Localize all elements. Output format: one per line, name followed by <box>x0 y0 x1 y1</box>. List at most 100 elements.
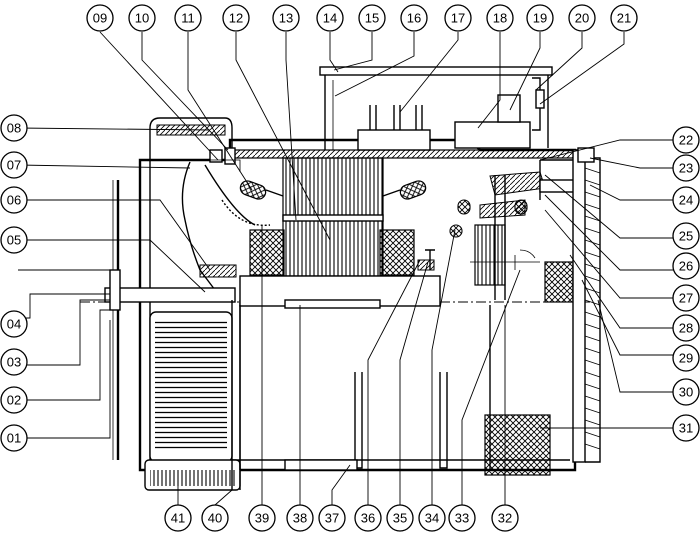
svg-text:17: 17 <box>451 11 465 26</box>
right-bearing <box>544 261 574 303</box>
svg-text:33: 33 <box>455 511 469 526</box>
svg-text:28: 28 <box>679 321 693 336</box>
leader-lines <box>17 31 680 506</box>
callout-30: 30 <box>672 378 700 406</box>
callout-41: 41 <box>164 504 192 532</box>
winding-end-right <box>399 180 427 200</box>
stator-winding-right <box>379 229 415 276</box>
svg-text:29: 29 <box>679 351 693 366</box>
callout-25: 25 <box>672 222 700 250</box>
callout-10: 10 <box>128 4 156 32</box>
svg-text:08: 08 <box>7 121 21 136</box>
svg-text:25: 25 <box>679 229 693 244</box>
svg-text:05: 05 <box>7 233 21 248</box>
callout-14: 14 <box>316 4 344 32</box>
fan-housing <box>181 161 216 291</box>
callout-21: 21 <box>610 4 638 32</box>
callout-13: 13 <box>272 4 300 32</box>
callout-09: 09 <box>86 4 114 32</box>
svg-text:23: 23 <box>679 161 693 176</box>
callout-24: 24 <box>672 186 700 214</box>
exciter-coil-top <box>457 199 471 215</box>
exciter-rotor-hatch <box>489 171 546 196</box>
svg-text:41: 41 <box>171 511 185 526</box>
callout-34: 34 <box>418 504 446 532</box>
exciter-stack <box>474 224 506 286</box>
drawing-body <box>80 66 601 491</box>
svg-text:39: 39 <box>255 511 269 526</box>
callout-03: 03 <box>0 348 28 376</box>
callout-12: 12 <box>222 4 250 32</box>
svg-text:36: 36 <box>361 511 375 526</box>
callout-08: 08 <box>0 114 28 142</box>
callout-39: 39 <box>248 504 276 532</box>
svg-text:30: 30 <box>679 385 693 400</box>
svg-text:13: 13 <box>279 11 293 26</box>
callout-26: 26 <box>672 252 700 280</box>
callout-22: 22 <box>672 126 700 154</box>
svg-text:16: 16 <box>407 11 421 26</box>
svg-text:03: 03 <box>7 355 21 370</box>
callout-29: 29 <box>672 344 700 372</box>
svg-text:22: 22 <box>679 133 693 148</box>
left-bearing <box>199 264 237 278</box>
svg-text:40: 40 <box>208 511 222 526</box>
callout-23: 23 <box>672 154 700 182</box>
svg-text:32: 32 <box>498 511 512 526</box>
terminal-block <box>357 129 431 151</box>
callout-02: 02 <box>0 386 28 414</box>
right-end-fins <box>585 157 601 463</box>
callout-35: 35 <box>386 504 414 532</box>
svg-text:31: 31 <box>679 421 693 436</box>
svg-text:02: 02 <box>7 393 21 408</box>
svg-text:27: 27 <box>679 291 693 306</box>
callout-32: 32 <box>491 504 519 532</box>
svg-text:12: 12 <box>229 11 243 26</box>
svg-text:04: 04 <box>7 317 21 332</box>
callout-19: 19 <box>526 4 554 32</box>
svg-text:09: 09 <box>93 11 107 26</box>
callout-16: 16 <box>400 4 428 32</box>
terminal-plate-hatch <box>484 414 551 476</box>
stator-winding-left <box>249 229 285 276</box>
svg-text:01: 01 <box>7 431 21 446</box>
callout-31: 31 <box>672 414 700 442</box>
svg-text:07: 07 <box>7 158 21 173</box>
terminal-box-lid <box>319 66 553 76</box>
svg-text:20: 20 <box>575 11 589 26</box>
callout-04: 04 <box>0 310 28 338</box>
svg-text:37: 37 <box>325 511 339 526</box>
left-flange-top <box>149 117 233 160</box>
winding-end-left <box>239 180 267 200</box>
regulator-box <box>454 121 531 149</box>
callout-18: 18 <box>486 4 514 32</box>
callout-15: 15 <box>358 4 386 32</box>
svg-text:21: 21 <box>617 11 631 26</box>
svg-text:14: 14 <box>323 11 337 26</box>
callout-01: 01 <box>0 424 28 452</box>
callout-33: 33 <box>448 504 476 532</box>
exciter-coil-mid <box>449 224 463 238</box>
svg-text:35: 35 <box>393 511 407 526</box>
svg-text:11: 11 <box>181 11 195 26</box>
svg-text:34: 34 <box>425 511 439 526</box>
callout-38: 38 <box>286 504 314 532</box>
callout-28: 28 <box>672 314 700 342</box>
svg-text:24: 24 <box>679 193 693 208</box>
callout-37: 37 <box>318 504 346 532</box>
callout-17: 17 <box>444 4 472 32</box>
callout-11: 11 <box>174 4 202 32</box>
svg-text:38: 38 <box>293 511 307 526</box>
svg-text:26: 26 <box>679 259 693 274</box>
callout-20: 20 <box>568 4 596 32</box>
shaft <box>104 287 236 303</box>
callout-07: 07 <box>0 151 28 179</box>
svg-text:18: 18 <box>493 11 507 26</box>
callout-36: 36 <box>354 504 382 532</box>
callout-27: 27 <box>672 284 700 312</box>
callout-05: 05 <box>0 226 28 254</box>
svg-text:10: 10 <box>135 11 149 26</box>
svg-text:06: 06 <box>7 193 21 208</box>
callout-06: 06 <box>0 186 28 214</box>
